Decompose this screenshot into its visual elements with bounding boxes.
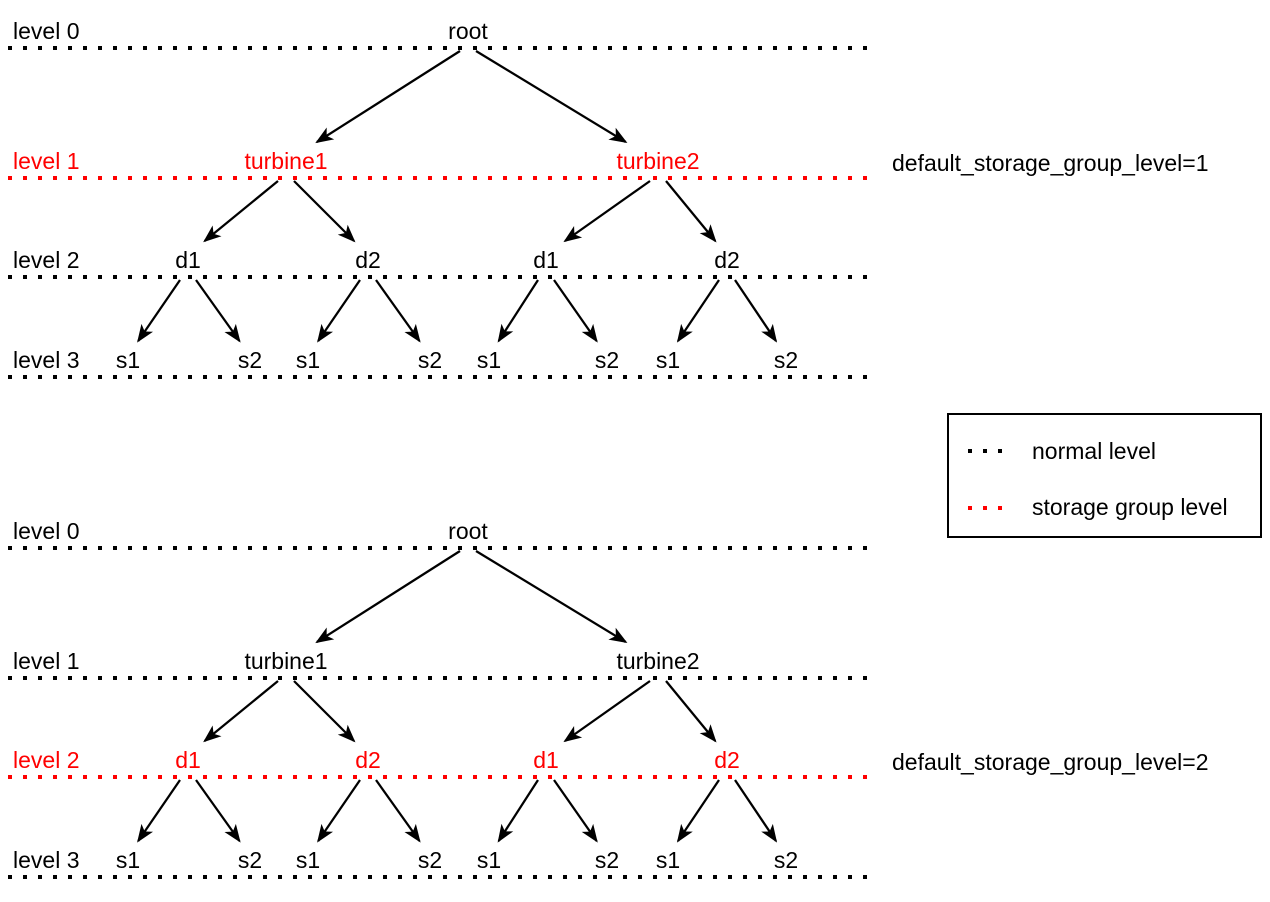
- node-label: d2: [355, 747, 381, 773]
- edge-arrow: [195, 779, 241, 843]
- legend-item-label: normal level: [1032, 437, 1156, 464]
- edge-arrow: [553, 279, 598, 343]
- legend-item-normal: normal level: [966, 438, 1260, 465]
- annotation-default-storage-group-level-2: default_storage_group_level=2: [892, 749, 1209, 775]
- edge-arrow: [475, 550, 628, 644]
- level-label: level 0: [13, 518, 79, 544]
- node-label: s2: [774, 847, 798, 873]
- node-label: s2: [595, 847, 619, 873]
- edge-arrow: [563, 180, 651, 243]
- edge-arrow: [203, 180, 279, 243]
- node-label: s2: [418, 847, 442, 873]
- edge-arrow: [375, 279, 421, 343]
- level-label: level 1: [13, 648, 79, 674]
- legend-item-storage: storage group level: [966, 494, 1260, 521]
- level-label: level 3: [13, 847, 79, 873]
- legend: normal level storage group level: [947, 413, 1262, 538]
- edge-arrow: [475, 50, 628, 144]
- node-label: s1: [656, 847, 680, 873]
- node-label: d2: [714, 247, 740, 273]
- edge-arrow: [195, 279, 241, 343]
- node-label: s2: [418, 347, 442, 373]
- node-label: d1: [175, 747, 201, 773]
- node-label: s1: [296, 347, 320, 373]
- node-label: d1: [533, 747, 559, 773]
- edge-arrow: [203, 680, 279, 743]
- edge-arrow: [317, 279, 361, 343]
- edge-arrow: [563, 680, 651, 743]
- edge-arrow: [137, 279, 181, 343]
- node-label: turbine2: [616, 148, 699, 174]
- edge-arrow: [497, 779, 539, 843]
- node-label: d1: [175, 247, 201, 273]
- tree-diagram-2: level 0 root level 1 turbine1 turbine2 level …: [8, 518, 877, 879]
- level-label: level 0: [13, 18, 79, 44]
- node-label: turbine2: [616, 648, 699, 674]
- node-label: s2: [595, 347, 619, 373]
- node-label: root: [448, 18, 488, 44]
- normal-level-dotted-sample-icon: [968, 449, 1004, 454]
- node-label: s1: [116, 347, 140, 373]
- edge-arrow: [676, 779, 720, 843]
- edge-arrow: [293, 680, 356, 743]
- edge-arrow: [665, 680, 717, 743]
- node-label: s1: [477, 347, 501, 373]
- node-label: s1: [477, 847, 501, 873]
- storage-group-level-dotted-sample-icon: [968, 505, 1004, 510]
- level-label: level 1: [13, 148, 79, 174]
- level-label: level 3: [13, 347, 79, 373]
- tree-diagram-1: level 0 root level 1 turbine1 turbine2 level …: [8, 18, 877, 379]
- edge-arrow: [293, 180, 356, 243]
- node-label: s2: [238, 347, 262, 373]
- level-label: level 2: [13, 247, 79, 273]
- edge-arrow: [315, 50, 461, 144]
- edge-arrow: [676, 279, 720, 343]
- legend-item-label: storage group level: [1032, 494, 1228, 521]
- node-label: root: [448, 518, 488, 544]
- node-label: turbine1: [244, 648, 327, 674]
- edge-arrow: [317, 779, 361, 843]
- edge-arrow: [375, 779, 421, 843]
- annotation-default-storage-group-level-1: default_storage_group_level=1: [892, 150, 1209, 176]
- level-label: level 2: [13, 747, 79, 773]
- edge-arrow: [553, 779, 598, 843]
- node-label: s1: [656, 347, 680, 373]
- node-label: s2: [774, 347, 798, 373]
- node-label: d2: [355, 247, 381, 273]
- node-label: d1: [533, 247, 559, 273]
- edge-arrow: [734, 779, 778, 843]
- edge-arrow: [137, 779, 181, 843]
- edge-arrow: [734, 279, 778, 343]
- node-label: s1: [116, 847, 140, 873]
- node-label: s2: [238, 847, 262, 873]
- edge-arrow: [665, 180, 717, 243]
- edge-arrow: [497, 279, 539, 343]
- edge-arrow: [315, 550, 461, 644]
- node-label: turbine1: [244, 148, 327, 174]
- node-label: d2: [714, 747, 740, 773]
- node-label: s1: [296, 847, 320, 873]
